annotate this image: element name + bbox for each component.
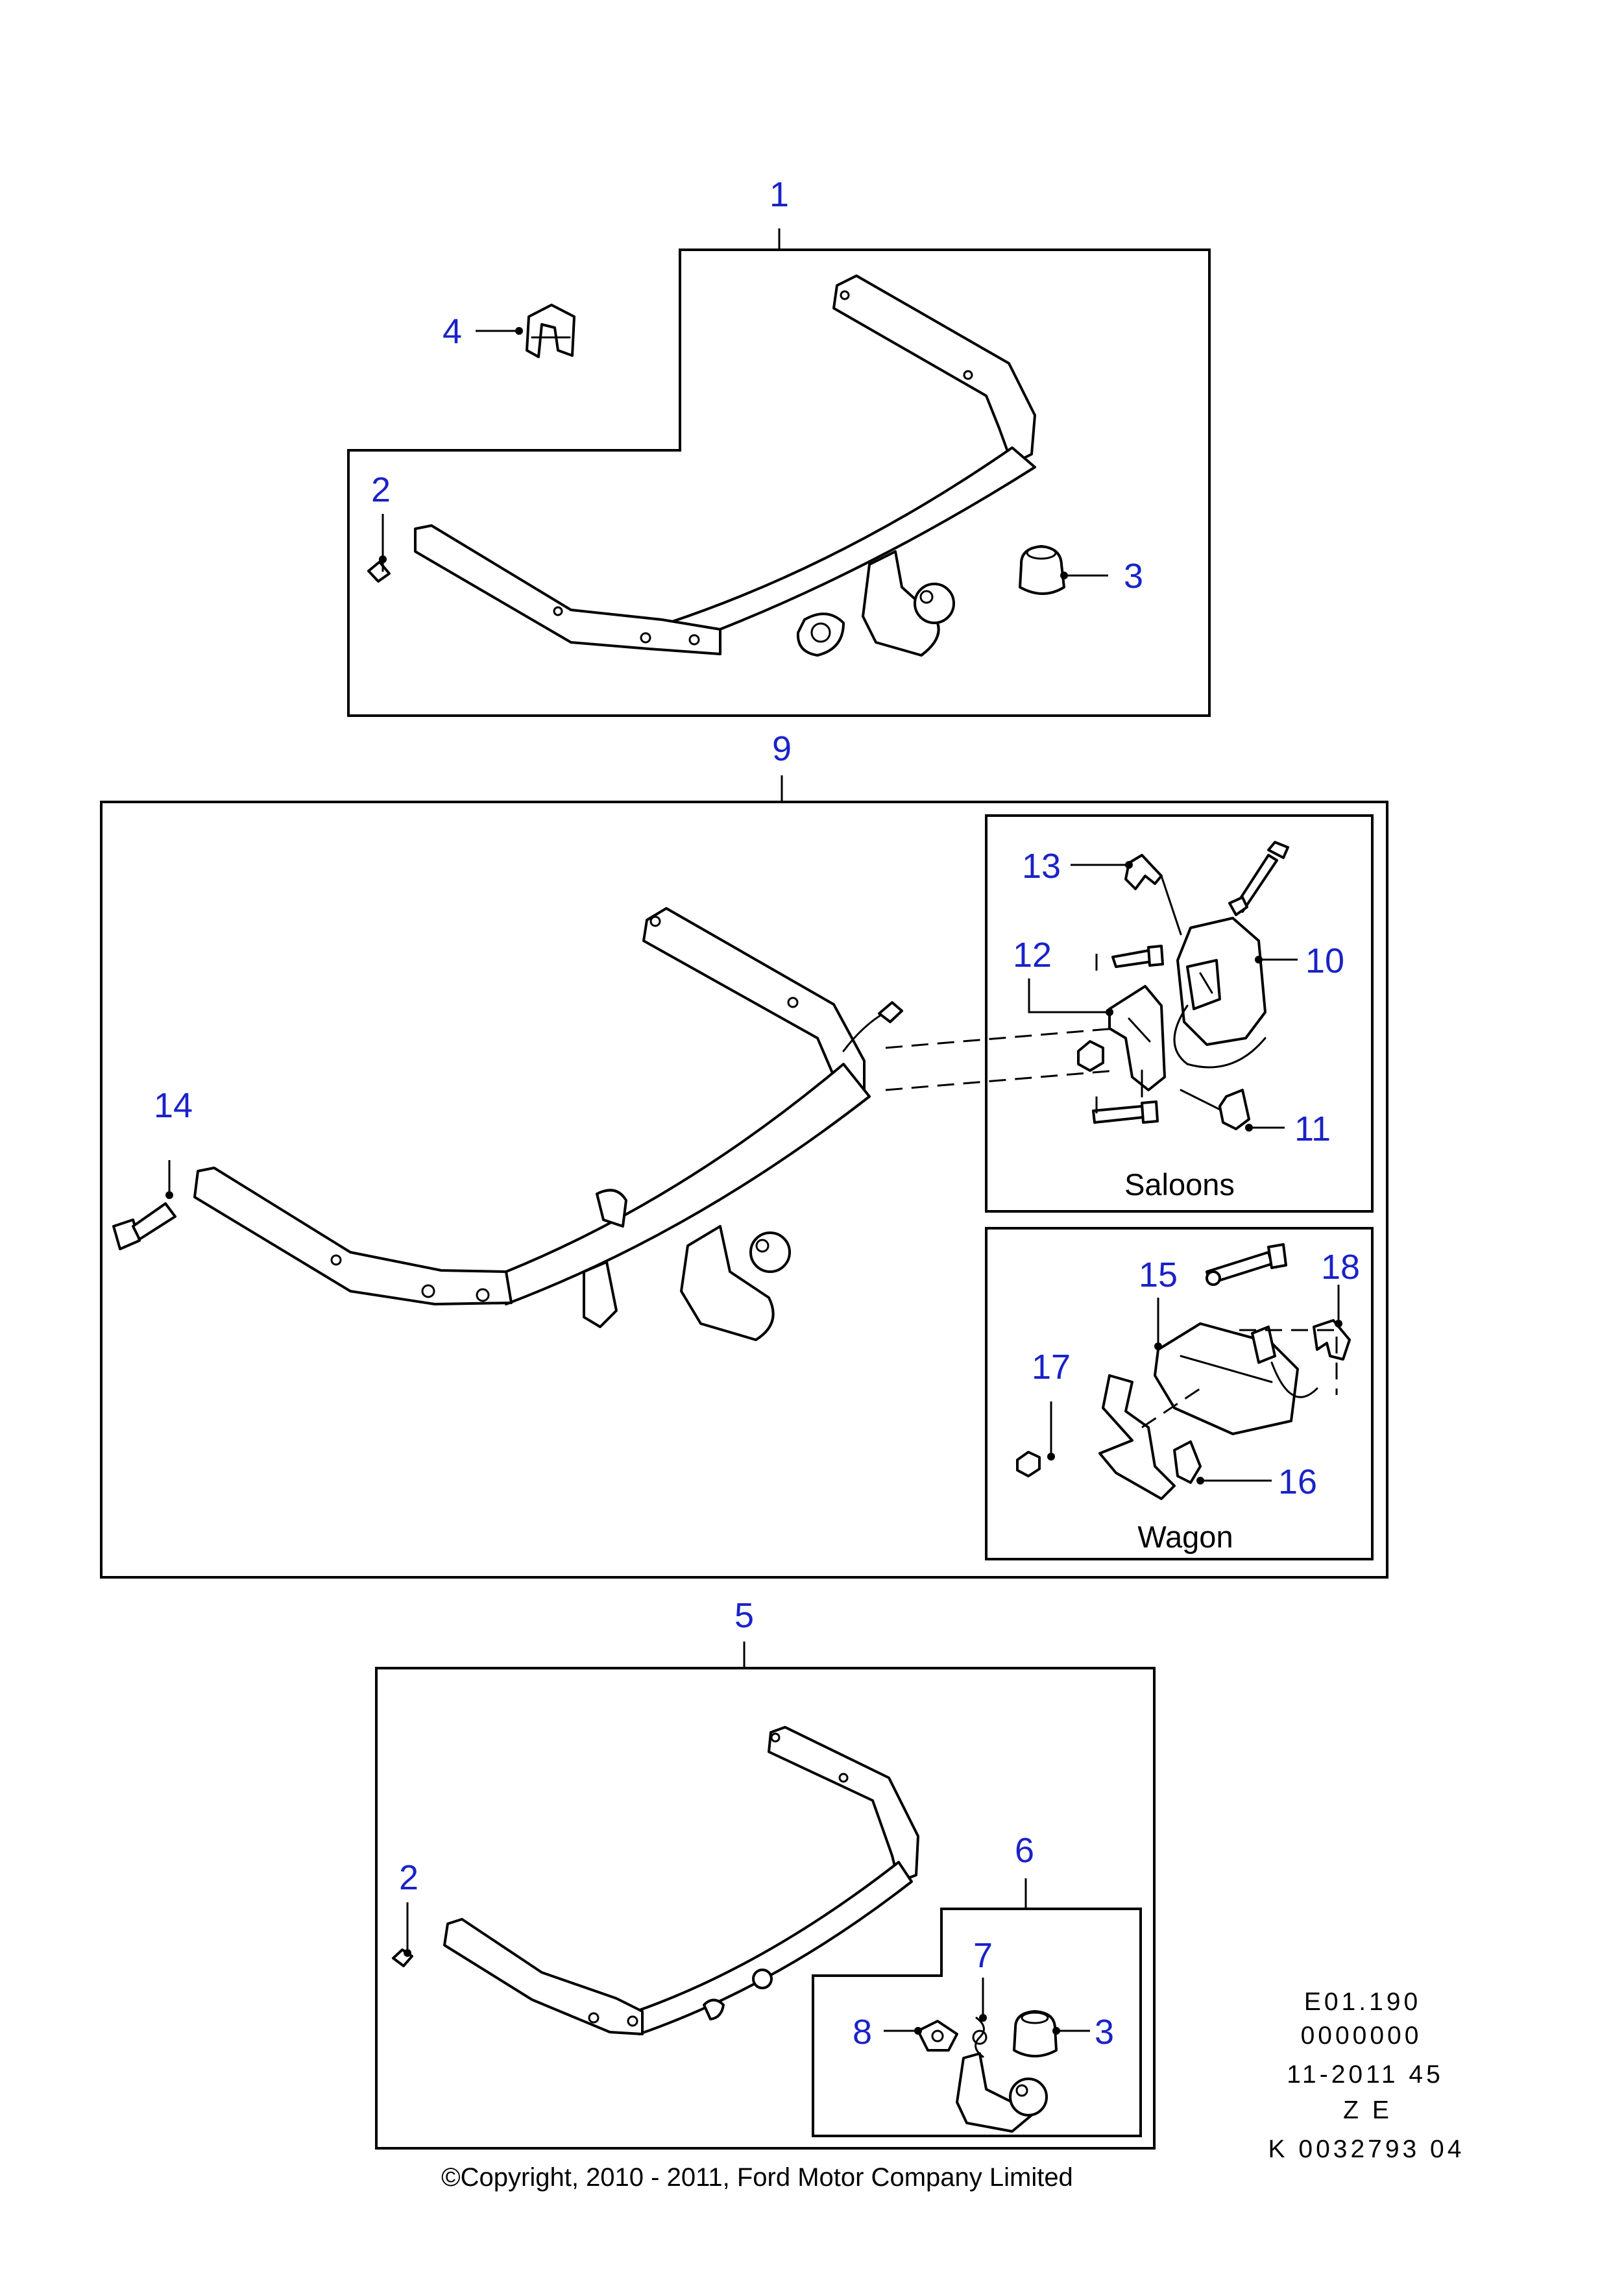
clip-part-11: [1218, 1089, 1250, 1130]
saloons-inset: 13 12 10 11 Saloons: [985, 814, 1374, 1213]
callout-2-top: 2: [371, 470, 391, 509]
bolt-part-10: [1228, 841, 1289, 916]
panel-1: 1 4 2 3: [347, 175, 1211, 717]
clip-part-16: [1173, 1440, 1202, 1484]
socket-cover-part-3-bottom: [1013, 2010, 1058, 2057]
callout-15: 15: [1139, 1255, 1178, 1294]
spring-clip-part-7: [972, 2017, 988, 2058]
clip-part-18: [1313, 1319, 1351, 1361]
reference-line-4: Z E: [1343, 2096, 1392, 2124]
bracket-part-12: [1108, 985, 1166, 1091]
copyright-notice: ©Copyright, 2010 - 2011, Ford Motor Comp…: [441, 2163, 1073, 2192]
callout-10: 10: [1305, 941, 1344, 980]
nut-part-12: [1077, 1040, 1104, 1072]
key-part-8: [917, 2020, 958, 2052]
callout-17: 17: [1032, 1348, 1071, 1387]
panel-9: 9 14: [100, 729, 1388, 1579]
tow-bar-assembly-5: [443, 1726, 919, 2035]
variant-label-saloons: Saloons: [1124, 1167, 1235, 1202]
bolt-part-15: [1206, 1243, 1287, 1286]
clip-part-4: [526, 304, 576, 358]
callout-14: 14: [154, 1086, 193, 1125]
callout-8: 8: [853, 2013, 872, 2052]
callout-12: 12: [1013, 936, 1052, 975]
variant-label-wagon: Wagon: [1137, 1520, 1233, 1554]
reference-line-1: E01.190: [1304, 1988, 1421, 2016]
nut-part-17: [1016, 1451, 1041, 1477]
callout-3-bottom: 3: [1095, 2013, 1114, 2052]
socket-cover-part-3-top: [1019, 545, 1065, 595]
callout-4: 4: [442, 312, 462, 351]
callout-6: 6: [1015, 1831, 1034, 1870]
wagon-inset: 15 18 17 16 Wagon: [985, 1227, 1374, 1560]
callout-11: 11: [1294, 1109, 1331, 1148]
bolt-part-11: [1092, 1100, 1159, 1124]
electric-socket-part-15: [1154, 1322, 1318, 1435]
bracket-part-17: [1098, 1374, 1176, 1500]
tow-bar-assembly-1: [414, 274, 1036, 657]
reference-line-5: K 0032793 04: [1268, 2135, 1465, 2163]
callout-2-bottom: 2: [399, 1858, 418, 1897]
bolt-part-12: [1111, 945, 1164, 968]
reference-line-3: 11-2011 45: [1287, 2061, 1444, 2089]
callout-1: 1: [770, 175, 789, 214]
electric-socket-part-10: [1173, 917, 1266, 1069]
reference-block: E01.190 0000000 11-2011 45 Z E K 0032793…: [1268, 1988, 1465, 2163]
clip-part-13: [1124, 854, 1163, 890]
reference-line-2: 0000000: [1301, 2022, 1422, 2050]
bolt-part-2-top: [367, 557, 391, 583]
detachable-neck-part-6: [956, 2052, 1048, 2133]
callout-3-top: 3: [1124, 557, 1143, 596]
callout-13: 13: [1022, 847, 1061, 886]
panel-5: 5 2 6 7 8 3: [375, 1596, 1156, 2150]
bolt-part-14: [112, 1202, 176, 1250]
callout-18: 18: [1321, 1248, 1360, 1287]
callout-9: 9: [772, 729, 792, 768]
callout-5: 5: [734, 1596, 754, 1635]
tow-bar-assembly-9: [193, 907, 903, 1341]
callout-16: 16: [1278, 1462, 1317, 1501]
callout-7: 7: [973, 1936, 993, 1975]
